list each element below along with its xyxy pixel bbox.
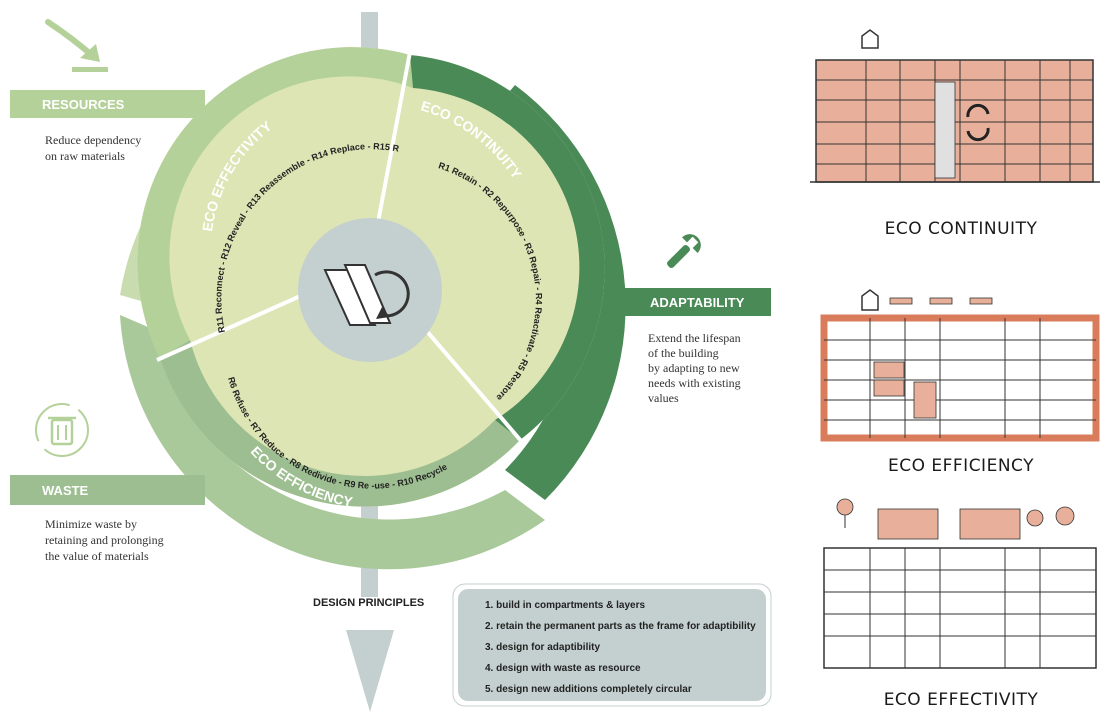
principle-2: 2. retain the permanent parts as the fra…	[485, 621, 756, 632]
principles-box	[458, 589, 766, 701]
recycle-logo-icon	[323, 264, 410, 326]
down-arrow	[346, 630, 394, 712]
panel-caption-continuity: ECO CONTINUITY	[885, 219, 1038, 239]
band-eco-continuity	[410, 55, 605, 440]
resources-arrow-icon	[45, 19, 108, 72]
design-principles-label: DESIGN PRINCIPLES	[313, 597, 424, 609]
adaptability-desc-line4: needs with existing	[648, 376, 741, 390]
adaptability-desc-line2: of the building	[648, 346, 719, 360]
building-sketch-efficiency	[820, 289, 1100, 442]
recycle-bin-icon	[35, 403, 89, 457]
waste-desc-line3: the value of materials	[45, 549, 149, 563]
waste-bar	[10, 475, 205, 505]
building-sketch-continuity	[810, 29, 1100, 183]
band-eco-efficiency	[160, 340, 520, 507]
ring-continuity	[488, 85, 626, 500]
principle-5: 5. design new additions completely circu…	[485, 684, 692, 695]
waste-desc-line1: Minimize waste by	[45, 517, 137, 531]
principle-3: 3. design for adaptibility	[485, 642, 600, 653]
resources-bar	[10, 90, 205, 118]
adaptability-desc-line5: values	[648, 391, 679, 405]
wrench-icon	[667, 234, 701, 268]
adaptability-desc-line1: Extend the lifespan	[648, 331, 741, 345]
panel-caption-effectivity: ECO EFFECTIVITY	[884, 690, 1039, 710]
resources-label: RESOURCES	[42, 97, 125, 112]
principles-box-outline	[452, 583, 772, 707]
band-eco-effectivity	[137, 47, 413, 359]
resources-desc-line2: on raw materials	[45, 149, 125, 163]
waste-desc-line2: retaining and prolonging	[45, 533, 164, 547]
principle-4: 4. design with waste as resource	[485, 663, 641, 674]
resources-desc-line1: Reduce dependency	[45, 133, 141, 147]
panel-caption-efficiency: ECO EFFICIENCY	[888, 456, 1034, 476]
waste-label: WASTE	[42, 483, 89, 498]
adaptability-label: ADAPTABILITY	[650, 295, 745, 310]
building-sketch-effectivity	[823, 498, 1097, 669]
adaptability-bar	[625, 288, 771, 316]
ring-waste	[120, 315, 545, 570]
cycle-arrows-icon	[966, 103, 990, 142]
principle-1: 1. build in compartments & layers	[485, 600, 645, 611]
adaptability-desc-line3: by adapting to new	[648, 361, 740, 375]
